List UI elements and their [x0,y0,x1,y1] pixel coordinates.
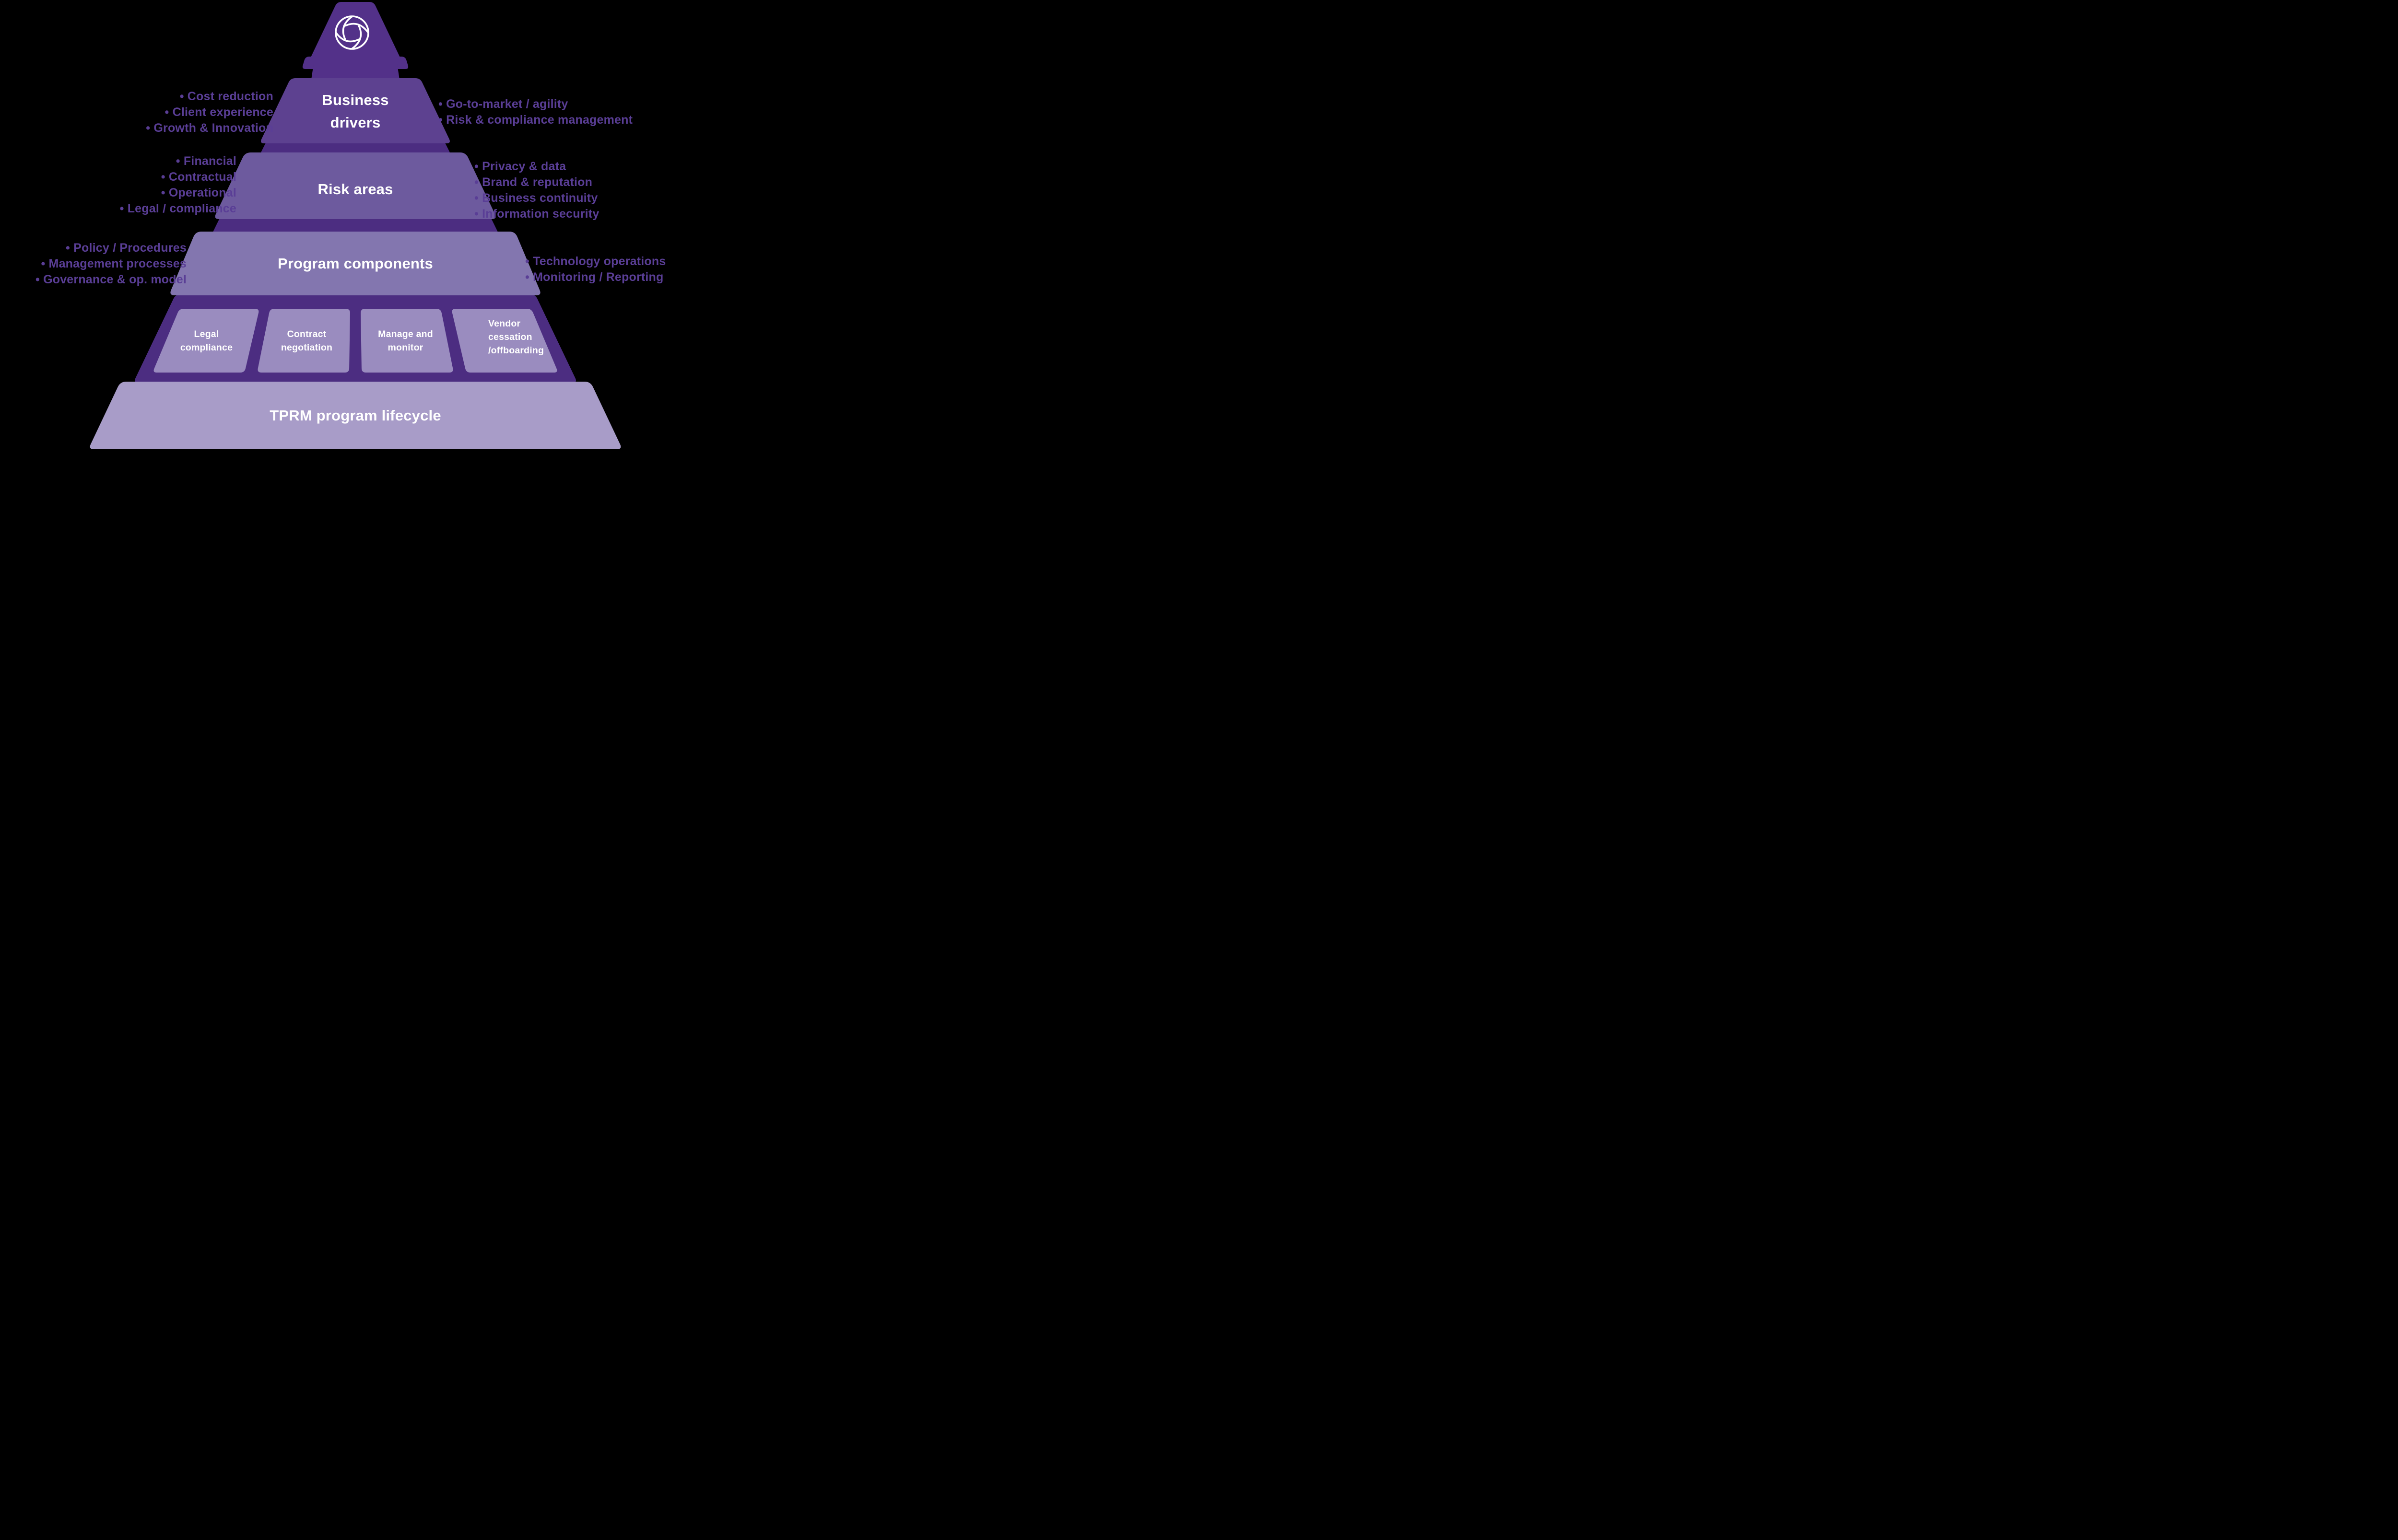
pyramid-level-shape-program-components [170,232,541,295]
annotations-risk-areas-left: • Financial • Contractual • Operational … [119,154,236,215]
level-label-tprm-program-lifecycle: TPRM program lifecycle [270,407,441,424]
pyramid-level-shape-risk-areas [215,152,496,219]
connector-band [261,142,450,153]
level-label-risk-areas: Risk areas [317,181,393,198]
stage-label-contract-negotiation: Contract negotiation [281,329,333,353]
tprm-pyramid-diagram: Business drivers Risk areas Program comp… [0,0,741,449]
stage-box-shape [258,309,350,373]
annotations-risk-areas-right: • Privacy & data • Brand & reputation • … [474,160,600,221]
pyramid-level-shape-tprm-program-lifecycle [90,382,621,449]
level-label-program-components: Program components [278,255,433,272]
stage-label-manage-and-monitor: Manage and monitor [378,329,433,353]
pyramid-level-shape-business-drivers [261,78,450,143]
stage-box-shape [361,309,453,373]
pyramid-apex-shape [308,2,402,64]
swirl-logo-icon [335,15,369,50]
pyramid-graphic [90,2,621,449]
annotations-business-drivers-left: • Cost reduction • Client experience • G… [146,90,273,135]
annotations-business-drivers-right: • Go-to-market / agility • Risk & compli… [438,97,633,127]
annotations-program-components-left: • Policy / Procedures • Management proce… [35,241,187,286]
stage-box-shape [452,309,557,373]
stage-label-vendor-cessation-offboarding: Vendor cessation /offboarding [488,318,544,356]
connector-band [213,218,498,233]
level-label-business-drivers: Business drivers [322,92,389,131]
apex-stem-shape [311,60,400,80]
stage-label-legal-compliance: Legal compliance [180,329,233,353]
stage-box-shape [153,309,259,373]
annotations-program-components-right: • Technology operations • Monitoring / R… [525,255,666,284]
